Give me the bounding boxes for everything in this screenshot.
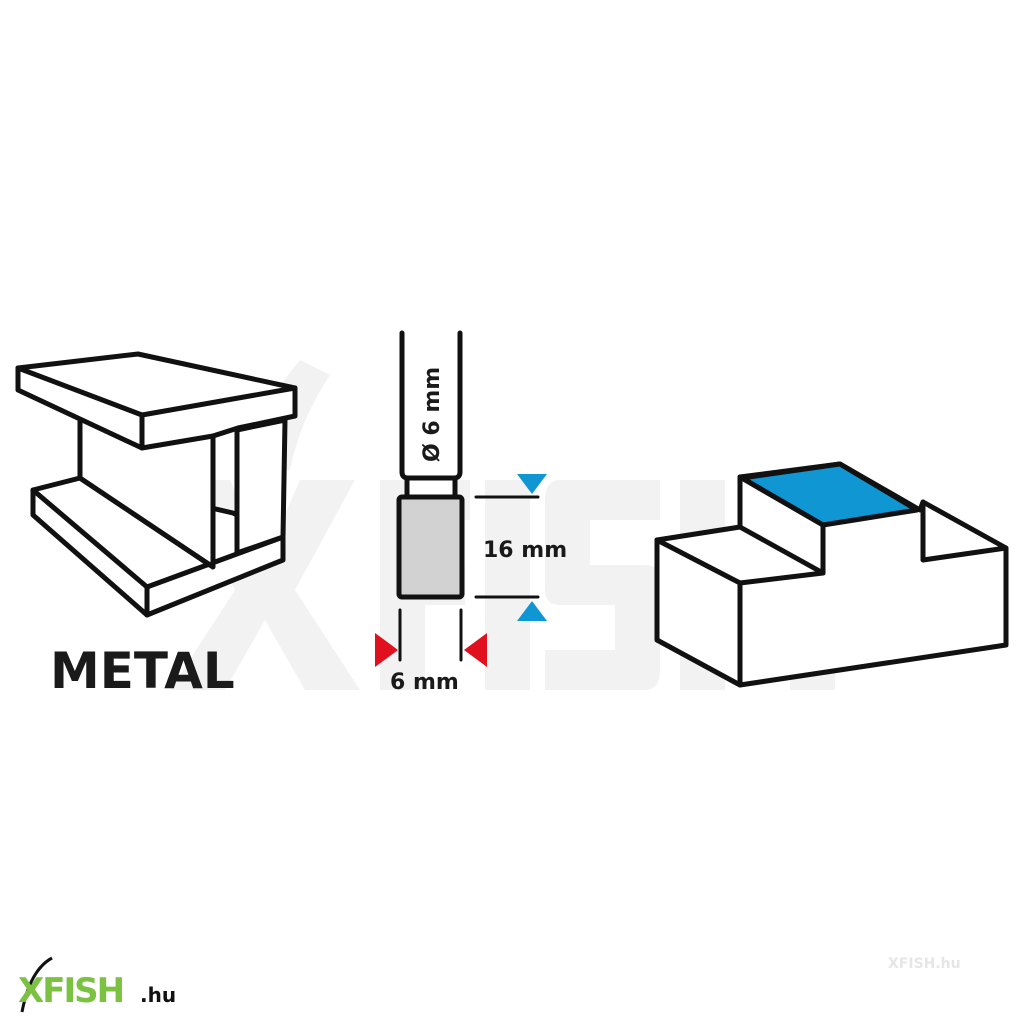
logo-brand: XFISH (18, 971, 123, 1011)
blue-arrow-bottom-icon (517, 601, 547, 621)
faint-logo: XFISH.hu (888, 956, 961, 972)
blue-arrow-top-icon (517, 474, 547, 494)
logo-suffix: .hu (140, 983, 176, 1007)
head-diameter-label: 6 mm (390, 670, 459, 695)
head-length-label: 16 mm (483, 538, 567, 563)
xfish-logo: XFISH .hu (18, 956, 176, 1013)
red-arrow-right-icon (464, 633, 487, 667)
bit-head (396, 494, 465, 600)
material-label: METAL (50, 642, 235, 700)
metal-i-beam-icon (15, 351, 298, 618)
shank-diameter-label: Ø 6 mm (420, 367, 445, 462)
bit-drawing: Ø 6 mm 16 mm 6 mm (375, 330, 567, 695)
red-arrow-left-icon (375, 633, 398, 667)
stepped-block-icon (654, 461, 1009, 688)
